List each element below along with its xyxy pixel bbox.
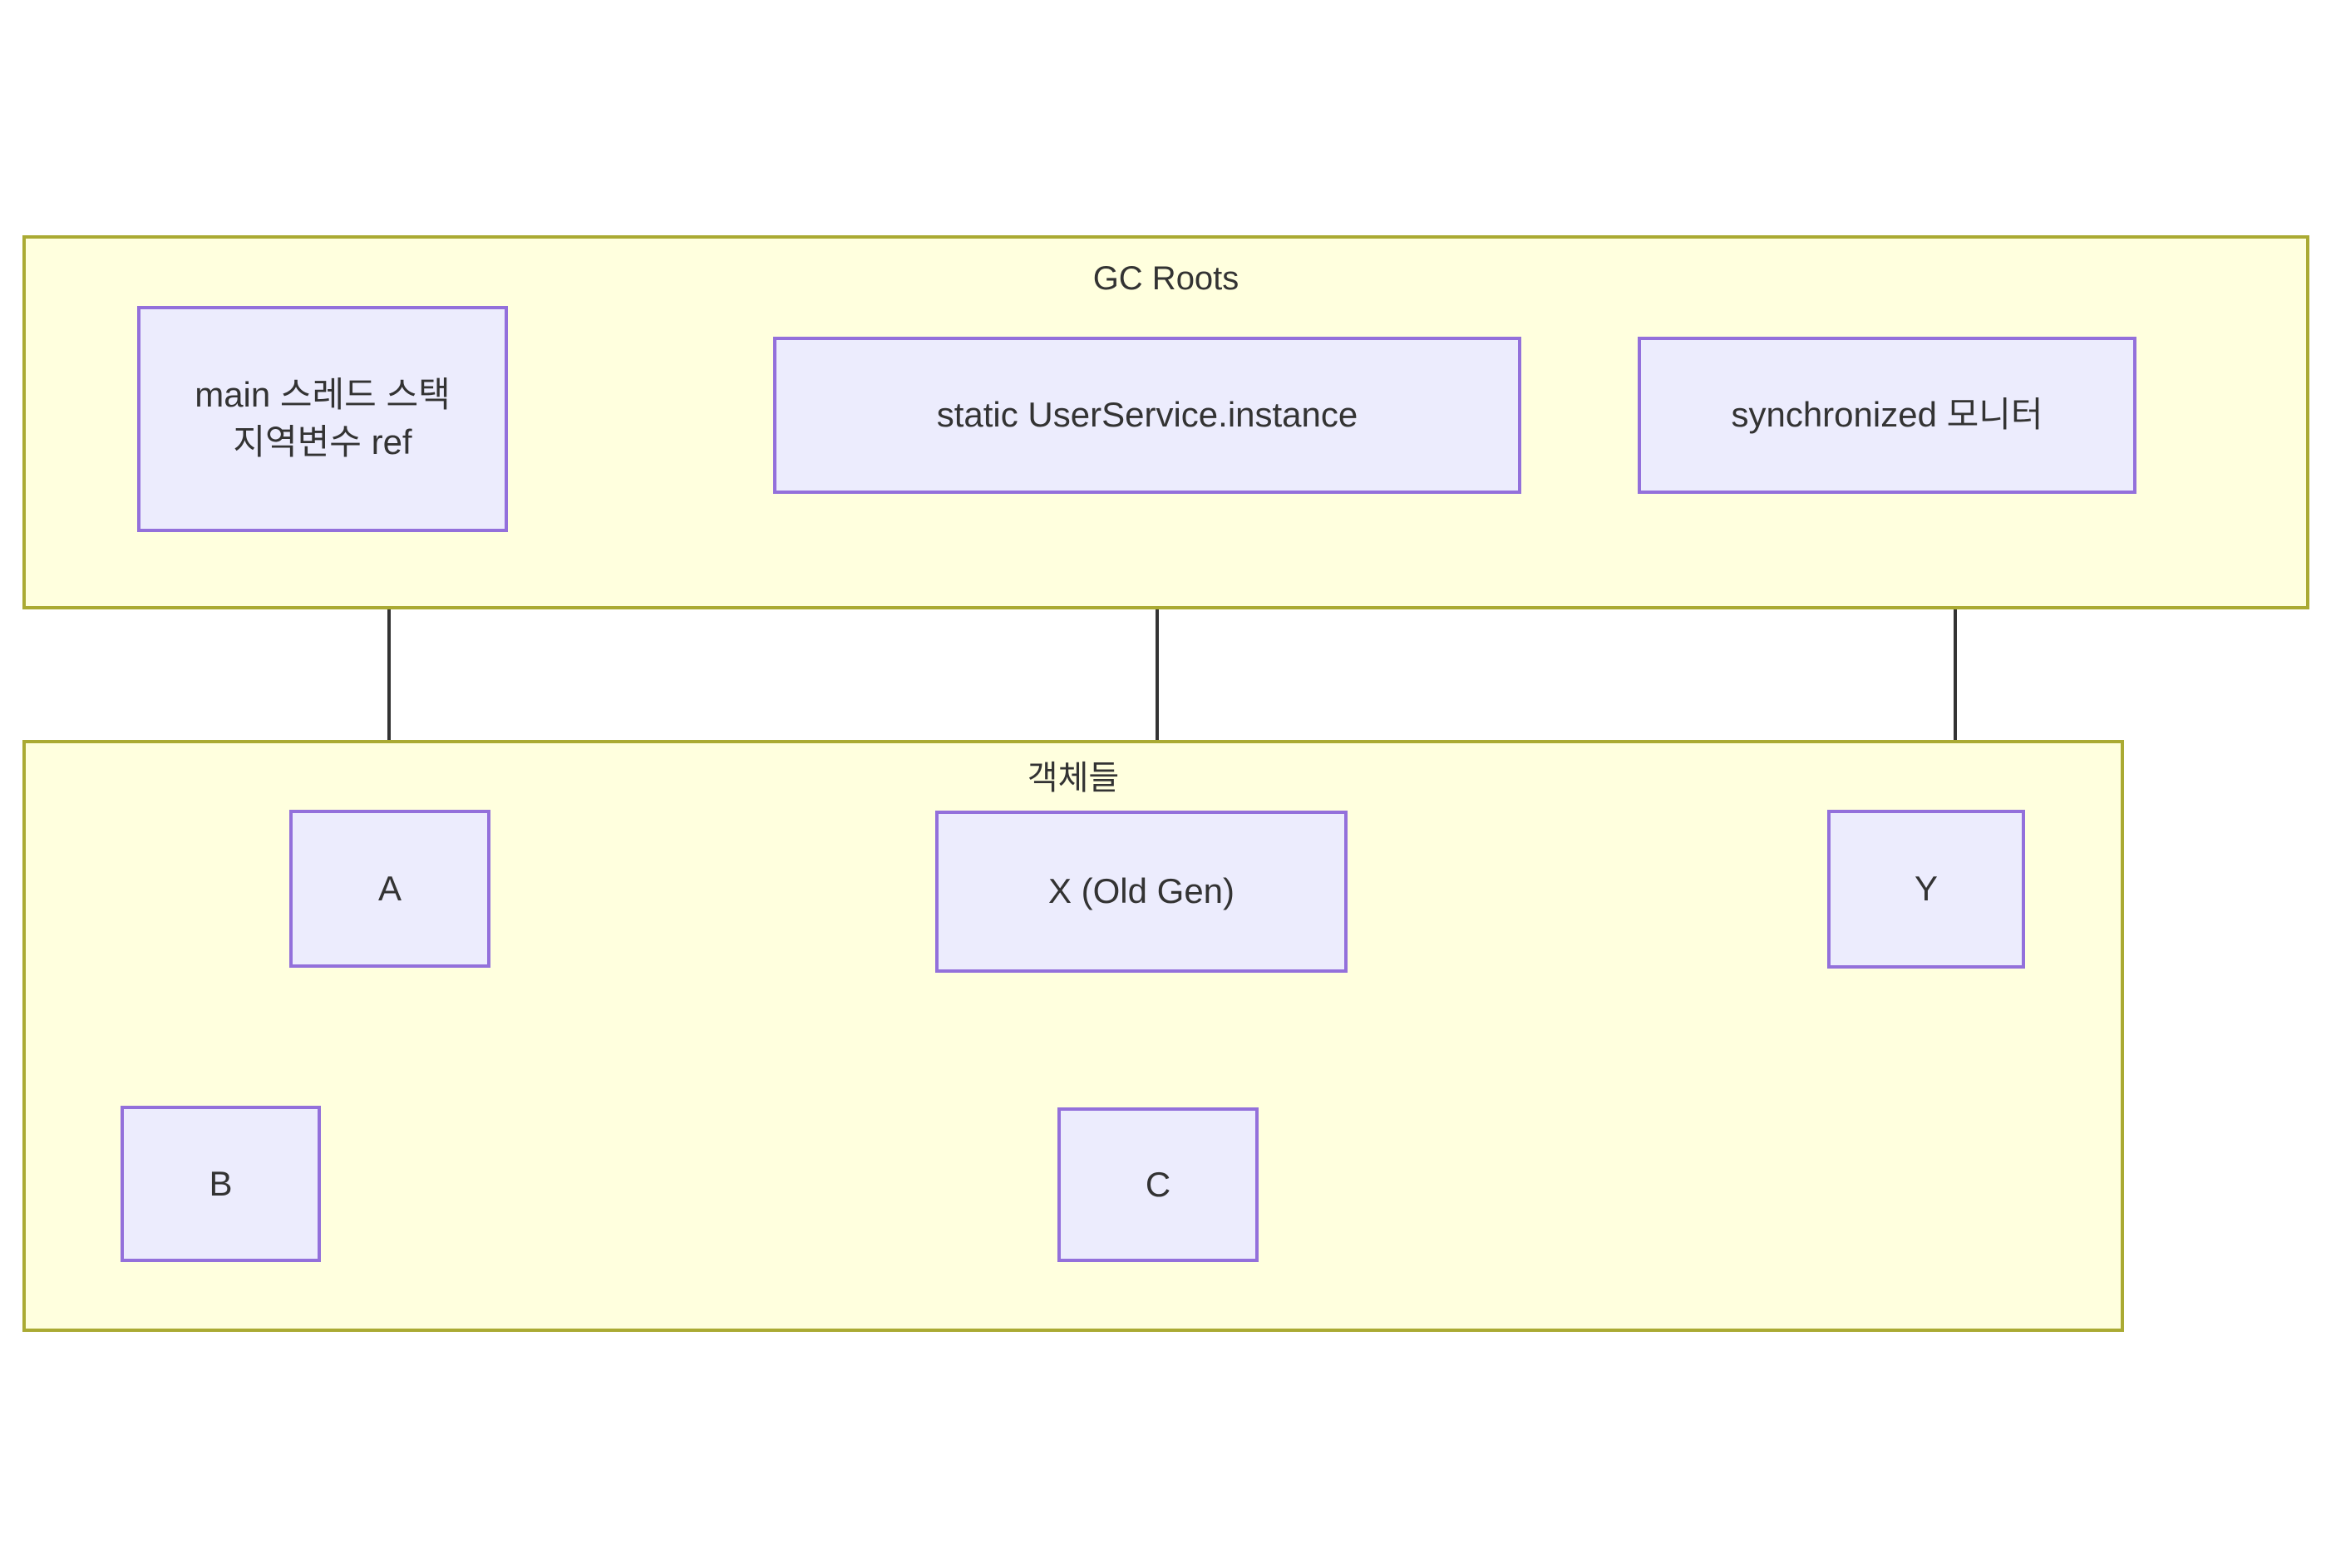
node-static-userservice-instance-label: static UserService.instance bbox=[936, 395, 1358, 435]
node-object-y-label: Y bbox=[1914, 869, 1938, 909]
node-object-b-label: B bbox=[209, 1163, 233, 1203]
node-object-c-label: C bbox=[1145, 1164, 1171, 1204]
node-static-userservice-instance[interactable]: static UserService.instance bbox=[773, 337, 1521, 494]
node-object-b[interactable]: B bbox=[121, 1106, 321, 1262]
node-object-c[interactable]: C bbox=[1057, 1107, 1259, 1262]
node-object-a-label: A bbox=[377, 868, 402, 908]
cluster-gc-roots-label: GC Roots bbox=[1092, 260, 1239, 297]
cluster-objects-label: 객체들 bbox=[1027, 760, 1120, 796]
node-object-x-label: X (Old Gen) bbox=[1047, 871, 1235, 911]
node-object-y[interactable]: Y bbox=[1827, 810, 2025, 969]
node-object-x[interactable]: X (Old Gen) bbox=[935, 811, 1348, 973]
node-object-a[interactable]: A bbox=[289, 810, 490, 968]
node-main-thread-stack[interactable]: main 스레드 스택 지역변수 ref bbox=[137, 306, 508, 532]
node-synchronized-monitor-label: synchronized 모니터 bbox=[1731, 395, 2043, 435]
node-main-thread-stack-label: main 스레드 스택 지역변수 ref bbox=[195, 375, 451, 461]
node-synchronized-monitor[interactable]: synchronized 모니터 bbox=[1638, 337, 2136, 494]
